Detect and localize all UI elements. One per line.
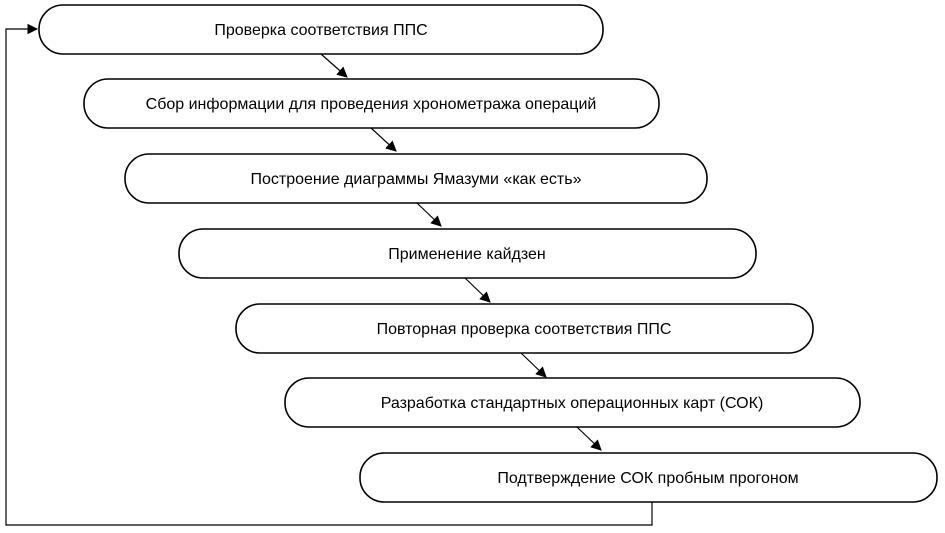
step-box-1: Проверка соответствия ППС	[38, 4, 604, 55]
step-box-shape	[359, 452, 938, 503]
step-box-4: Применение кайдзен	[178, 228, 757, 279]
step-label-2: Сбор информации для проведения хронометр…	[146, 96, 597, 113]
connector-arrow-5	[520, 352, 547, 378]
connector-arrow-1	[320, 53, 348, 78]
connector-arrow-4	[464, 277, 491, 303]
step-label-7: Подтверждение СОК пробным прогоном	[497, 470, 798, 487]
step-label-5: Повторная проверка соответствия ППС	[377, 321, 672, 338]
step-box-shape	[124, 153, 708, 204]
step-label-4: Применение кайдзен	[388, 246, 546, 263]
step-label-3: Построение диаграммы Ямазуми «как есть»	[251, 171, 582, 188]
step-box-3: Построение диаграммы Ямазуми «как есть»	[124, 153, 708, 204]
step-connectors	[320, 53, 602, 451]
step-box-5: Повторная проверка соответствия ППС	[235, 303, 814, 354]
step-box-shape	[83, 78, 660, 129]
step-box-6: Разработка стандартных операционных карт…	[284, 377, 861, 428]
feedback-loop-arrow	[5, 23, 653, 526]
connector-arrow-2	[370, 127, 397, 152]
connector-arrow-6	[576, 426, 602, 451]
step-box-shape	[235, 303, 814, 354]
step-box-shape	[284, 377, 861, 428]
step-box-2: Сбор информации для проведения хронометр…	[83, 78, 660, 129]
step-box-shape	[178, 228, 757, 279]
step-box-7: Подтверждение СОК пробным прогоном	[359, 452, 938, 503]
connector-arrow-3	[416, 202, 442, 227]
step-label-6: Разработка стандартных операционных карт…	[381, 395, 764, 412]
step-label-1: Проверка соответствия ППС	[214, 22, 427, 39]
step-box-shape	[38, 4, 604, 55]
